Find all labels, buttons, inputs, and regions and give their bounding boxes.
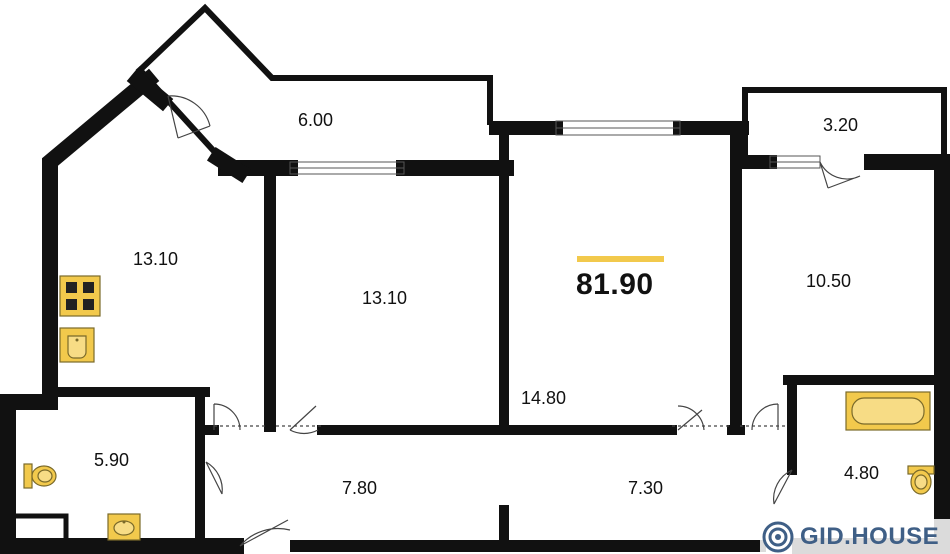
door-toilet	[205, 461, 223, 495]
kitchen-sink-icon	[59, 327, 95, 363]
doors	[167, 95, 861, 547]
brand-name: GID.HOUSE	[800, 522, 940, 550]
door-balcony-right	[819, 161, 861, 189]
wall-kitchen-corner-1	[126, 68, 174, 112]
area-label-hall-right: 7.30	[628, 478, 664, 498]
balcony-left-outline	[135, 3, 493, 125]
bathroom-toilet-icon	[907, 465, 935, 495]
door-entrance	[239, 519, 291, 547]
main-outer-wall	[0, 68, 244, 554]
fixtures	[23, 275, 935, 541]
area-label-bedroom-middle: 13.10	[362, 288, 408, 308]
area-label-balcony-right: 3.20	[823, 115, 859, 135]
door-bedroom	[289, 405, 319, 434]
brand-watermark: GID.HOUSE	[760, 519, 950, 554]
stove-icon	[59, 275, 101, 317]
area-label-living-room: 14.80	[521, 388, 567, 408]
door-bathroom	[773, 469, 793, 505]
area-label-hall-left: 7.80	[342, 478, 378, 498]
toilet-icon	[23, 463, 57, 489]
area-label-kitchen: 13.10	[133, 249, 179, 269]
wall-kitchen-corner-2	[206, 146, 252, 184]
bathtub-icon	[845, 391, 931, 431]
area-label-bathroom: 4.80	[844, 463, 880, 483]
brand-logo-icon	[762, 521, 794, 552]
door-kitchen-balcony	[167, 95, 211, 139]
total-area-accent-bar	[577, 256, 664, 262]
walls	[0, 3, 950, 554]
area-label-toilet: 5.90	[94, 450, 130, 470]
toilet-sink-icon	[107, 513, 141, 541]
area-label-balcony-left: 6.00	[298, 110, 334, 130]
total-area: 81.90	[576, 268, 654, 301]
area-label-bedroom-right: 10.50	[806, 271, 852, 291]
windows	[289, 120, 821, 175]
